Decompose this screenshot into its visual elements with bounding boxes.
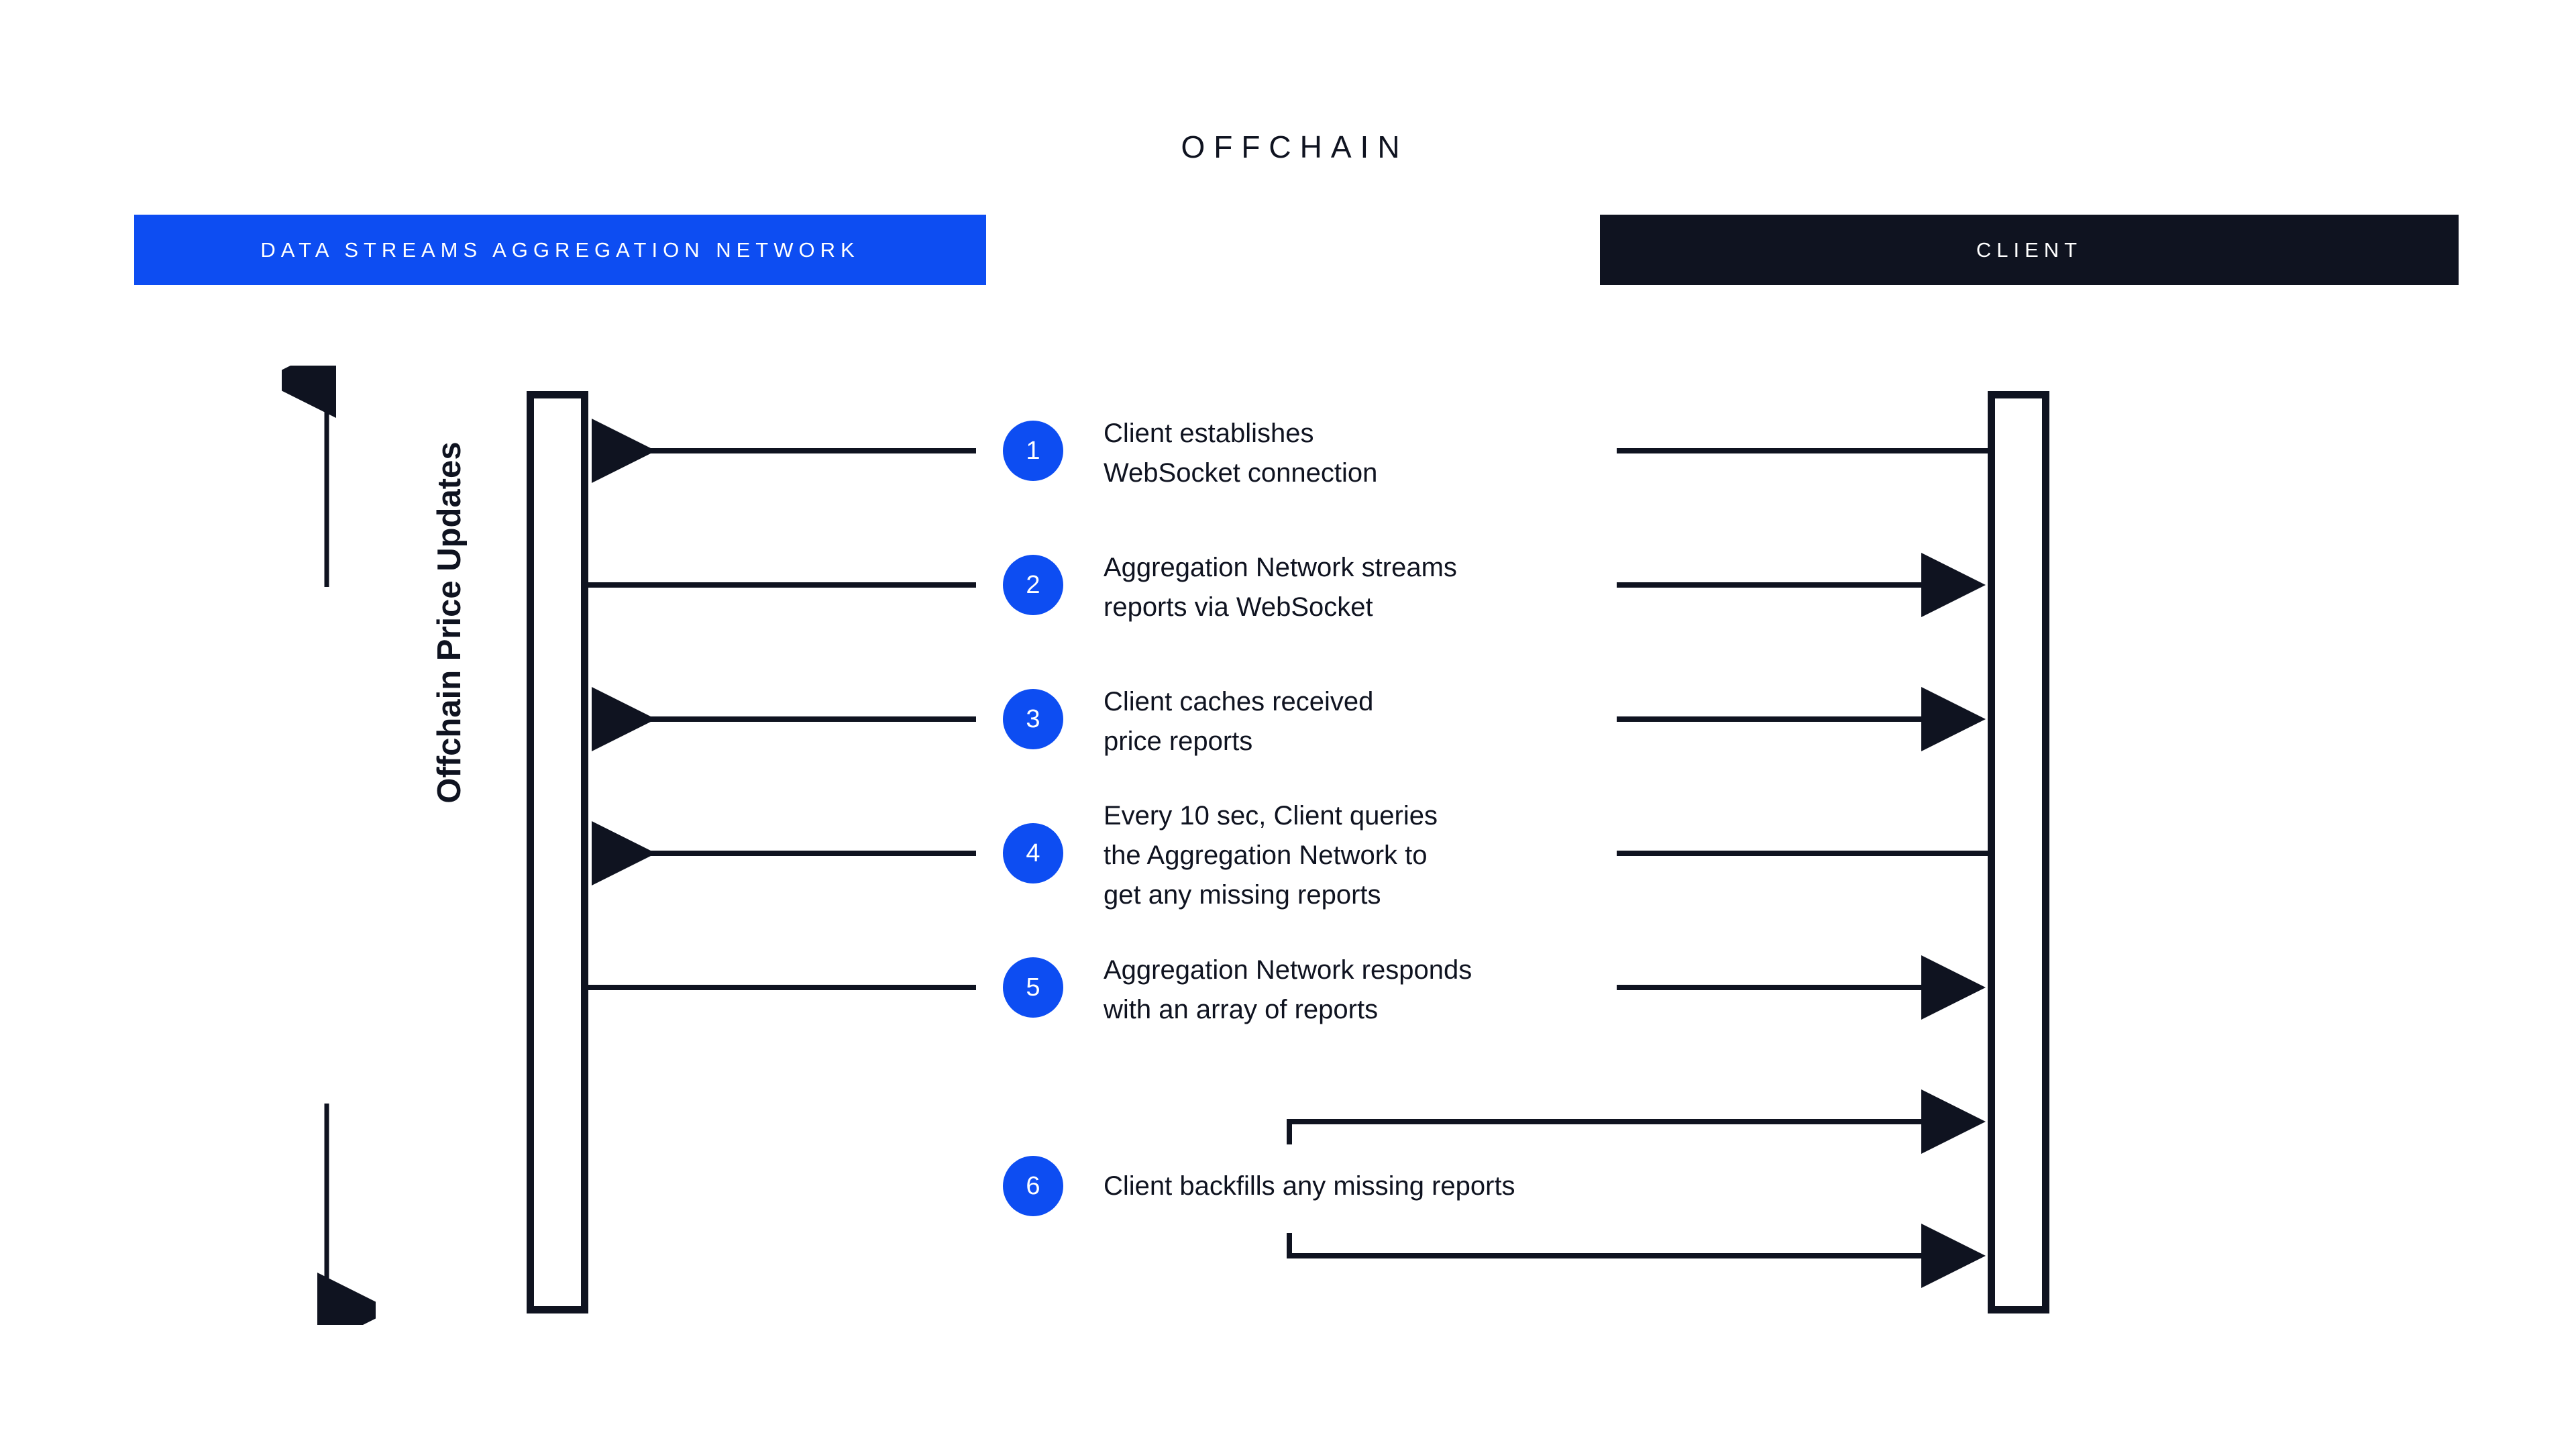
- lifeline-aggregation-network: [527, 391, 588, 1313]
- message-line-6-upper: [1287, 1089, 1986, 1154]
- actor-label-client: CLIENT: [1976, 237, 2083, 262]
- step-text-5: Aggregation Network responds with an arr…: [1104, 955, 1472, 1024]
- page-title: OFFCHAIN: [0, 131, 2576, 162]
- step-badge-3: 3: [1003, 689, 1063, 749]
- actor-header-aggregation-network: DATA STREAMS AGGREGATION NETWORK: [134, 215, 986, 285]
- lifeline-client: [1988, 391, 2049, 1313]
- offchain-price-updates-arrow: [282, 366, 376, 1325]
- step-badge-6: 6: [1003, 1156, 1063, 1216]
- step-text-4: Every 10 sec, Client queries the Aggrega…: [1104, 801, 1438, 910]
- message-line-6-lower: [1287, 1224, 1986, 1288]
- step-text-2: Aggregation Network streams reports via …: [1104, 553, 1457, 622]
- actor-label-aggregation-network: DATA STREAMS AGGREGATION NETWORK: [260, 237, 860, 262]
- step-text-3: Client caches received price reports: [1104, 687, 1374, 756]
- step-text-1: Client establishes WebSocket connection: [1104, 419, 1378, 488]
- step-badge-1: 1: [1003, 421, 1063, 481]
- step-badge-2: 2: [1003, 555, 1063, 615]
- step-badge-5: 5: [1003, 957, 1063, 1018]
- actor-header-client: CLIENT: [1600, 215, 2459, 285]
- step-text-6: Client backfills any missing reports: [1104, 1171, 1515, 1201]
- step-badge-4: 4: [1003, 823, 1063, 883]
- page-title-text: OFFCHAIN: [1181, 129, 1409, 164]
